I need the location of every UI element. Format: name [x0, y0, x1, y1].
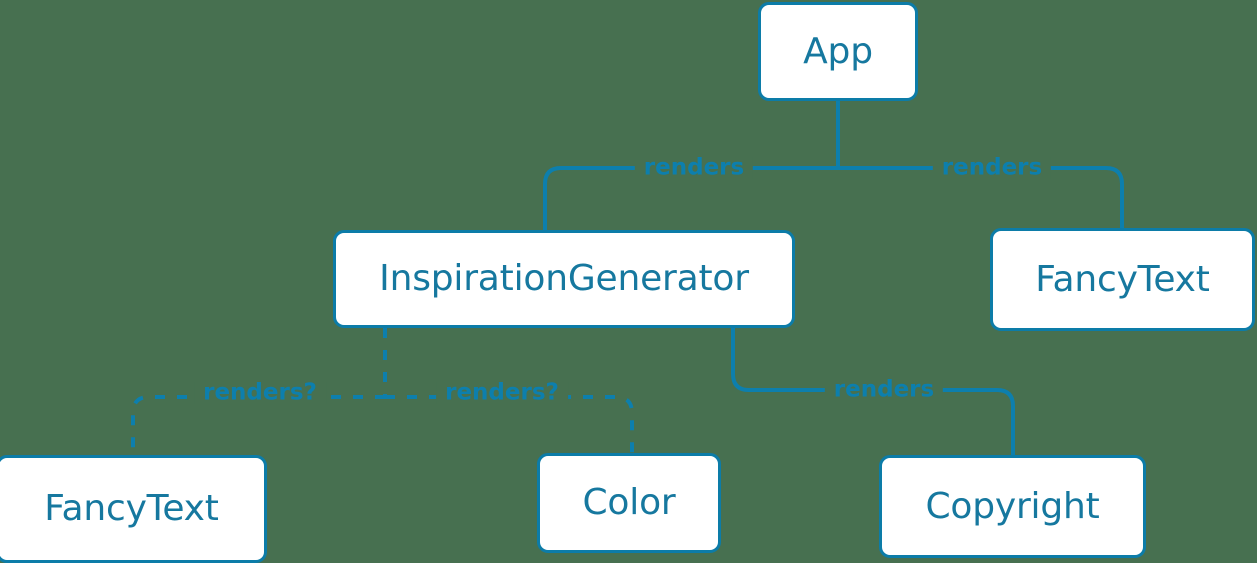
node-color-label: Color — [582, 482, 676, 523]
node-inspiration-generator-label: InspirationGenerator — [379, 258, 749, 299]
edge-inspirationgenerator-to-color — [385, 395, 634, 453]
node-copyright[interactable]: Copyright — [879, 455, 1146, 558]
edge-label-inspirationgenerator-color: renders? — [436, 381, 568, 405]
edge-app-to-inspirationgenerator — [543, 166, 838, 230]
edge-label-app-fancytext: renders — [932, 156, 1052, 180]
node-inspiration-generator[interactable]: InspirationGenerator — [333, 230, 795, 328]
edge-app-to-fancytext-right — [838, 166, 1124, 228]
node-app[interactable]: App — [758, 2, 918, 101]
node-fancy-text-bottom-label: FancyText — [44, 488, 219, 529]
node-fancy-text-bottom[interactable]: FancyText — [0, 455, 267, 563]
node-copyright-label: Copyright — [925, 485, 1100, 527]
edge-inspirationgenerator-to-fancytext-bottom — [131, 395, 385, 455]
edge-label-inspirationgenerator-fancytext: renders? — [194, 381, 326, 405]
edge-label-inspirationgenerator-copyright: renders — [824, 378, 944, 402]
edge-label-app-inspirationgenerator: renders — [634, 156, 754, 180]
node-app-label: App — [803, 30, 873, 72]
node-fancy-text-right-label: FancyText — [1035, 258, 1210, 300]
node-fancy-text-right[interactable]: FancyText — [990, 228, 1255, 331]
node-color[interactable]: Color — [537, 453, 721, 553]
